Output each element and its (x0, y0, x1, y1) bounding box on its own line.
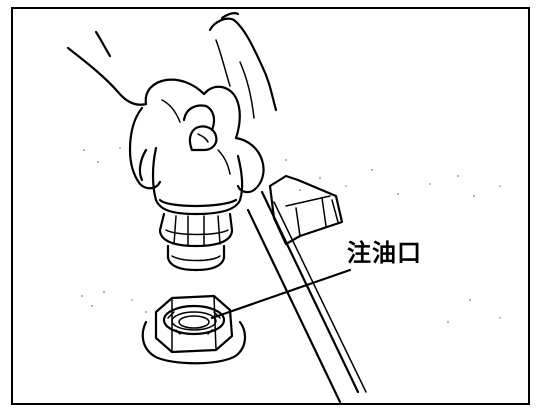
oil-filler-port-label: 注油口 (347, 239, 422, 267)
callout-leader-line (210, 268, 352, 320)
hand-illustration (66, 12, 278, 194)
filler-neck-illustration (141, 294, 247, 365)
scan-noise (81, 147, 501, 323)
frame-border (11, 7, 530, 405)
oil-cap-illustration (151, 146, 244, 272)
tank-body-illustration (246, 174, 367, 404)
